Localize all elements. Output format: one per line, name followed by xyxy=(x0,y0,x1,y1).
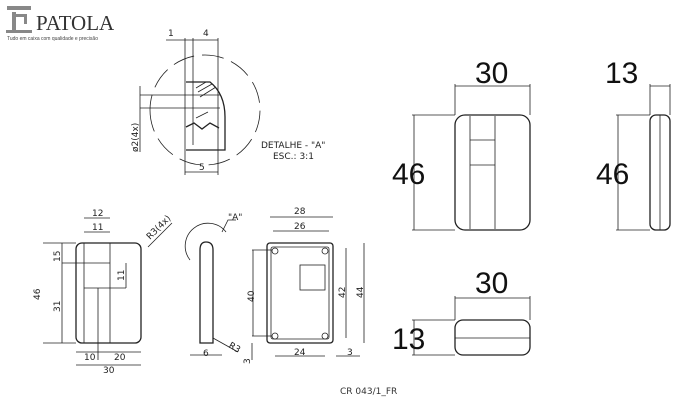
dim-4: 4 xyxy=(203,29,209,39)
detail-a: 1 4 5 ø2(4x) DETALHE - "A" ESC.: 3:1 xyxy=(131,29,325,175)
dim-1: 1 xyxy=(168,29,174,39)
dim-40: 40 xyxy=(247,290,257,302)
outline-bottom: 30 13 xyxy=(392,267,531,356)
logo-tagline: Tudo em caixa com qualidade e precisão xyxy=(7,36,98,42)
dim-6: 6 xyxy=(203,349,209,359)
logo-icon xyxy=(6,6,32,33)
dim-width-13: 13 xyxy=(605,57,638,90)
dim-3-vertical: 3 xyxy=(243,358,253,364)
dim-24: 24 xyxy=(294,348,306,358)
top-view: 28 26 40 42 44 24 3 3 xyxy=(243,207,366,364)
dim-46: 46 xyxy=(33,288,43,300)
callout-a: "A" xyxy=(228,213,242,223)
detail-title: DETALHE - "A" xyxy=(261,141,325,151)
dim-width-30-bottom: 30 xyxy=(475,267,508,300)
dim-31: 31 xyxy=(53,301,63,312)
dim-height-13: 13 xyxy=(392,323,425,356)
patola-logo: PATOLA Tudo em caixa com qualidade e pre… xyxy=(6,6,115,42)
drawing-code: CR 043/1_FR xyxy=(340,387,397,397)
dim-hole: ø2(4x) xyxy=(131,123,141,152)
dim-30: 30 xyxy=(103,366,115,376)
dim-15: 15 xyxy=(53,251,63,262)
dim-3: 3 xyxy=(347,348,353,358)
dim-11: 11 xyxy=(92,223,103,233)
outline-side: 13 46 xyxy=(596,57,671,231)
detail-scale: ESC.: 3:1 xyxy=(273,152,314,162)
dim-height-46: 46 xyxy=(392,158,425,191)
dim-height-46-side: 46 xyxy=(596,158,629,191)
logo-name: PATOLA xyxy=(36,11,115,35)
front-view: 12 11 15 46 31 11 R3(4x) 10 20 30 xyxy=(33,209,173,376)
dim-width-30: 30 xyxy=(475,57,508,90)
dim-28: 28 xyxy=(294,207,306,217)
dim-5: 5 xyxy=(199,163,205,173)
dim-radius: R3(4x) xyxy=(145,214,173,242)
dim-44: 44 xyxy=(356,286,366,298)
dim-20: 20 xyxy=(114,353,126,363)
dim-12: 12 xyxy=(92,209,103,219)
dim-26: 26 xyxy=(294,222,306,232)
dim-11-vertical: 11 xyxy=(117,270,127,281)
side-view: "A" R3 6 xyxy=(184,213,242,359)
dim-r3: R3 xyxy=(227,341,242,356)
dim-10: 10 xyxy=(84,353,96,363)
outline-front: 30 46 xyxy=(392,57,531,231)
dim-42: 42 xyxy=(338,287,348,298)
